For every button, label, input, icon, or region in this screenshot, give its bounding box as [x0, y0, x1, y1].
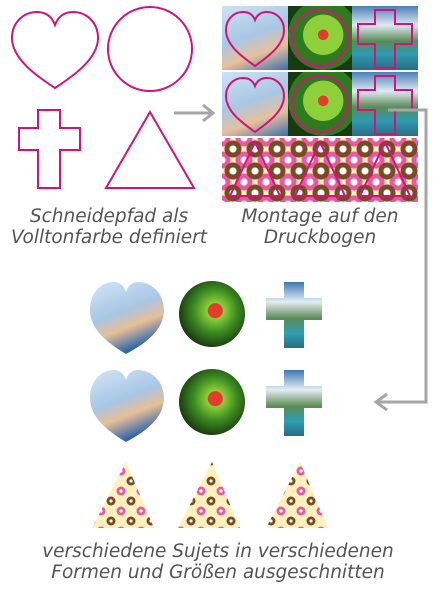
arrow-right-icon	[172, 100, 218, 126]
heart-cutout-kids	[90, 370, 164, 442]
cut-path-shapes	[0, 0, 210, 200]
triangle-cutout-donuts	[92, 462, 154, 528]
cross-cutout-lake	[266, 370, 322, 436]
circle-cutout-frog	[179, 281, 245, 347]
cross-cutout-lake	[266, 282, 322, 348]
triangle-cutout-donuts	[178, 462, 240, 528]
arrow-down-left-icon	[368, 108, 434, 414]
caption-montage: Montage auf den Druckbogen	[241, 206, 399, 248]
triangle-cutout-donuts	[266, 462, 328, 528]
cut-out-results	[86, 276, 358, 532]
heart-cutout-kids	[90, 282, 164, 354]
triangle-cut-path	[104, 110, 196, 189]
heart-cut-path	[10, 10, 100, 90]
cross-cut-path	[18, 109, 81, 189]
caption-cut-path: Schneidepfad als Volltonfarbe definiert	[10, 206, 208, 248]
press-sheet-montage	[222, 6, 418, 202]
caption-result: verschiedene Sujets in verschiedenen For…	[42, 541, 394, 583]
circle-cutout-frog	[179, 369, 245, 435]
circle-cut-path	[107, 6, 193, 92]
